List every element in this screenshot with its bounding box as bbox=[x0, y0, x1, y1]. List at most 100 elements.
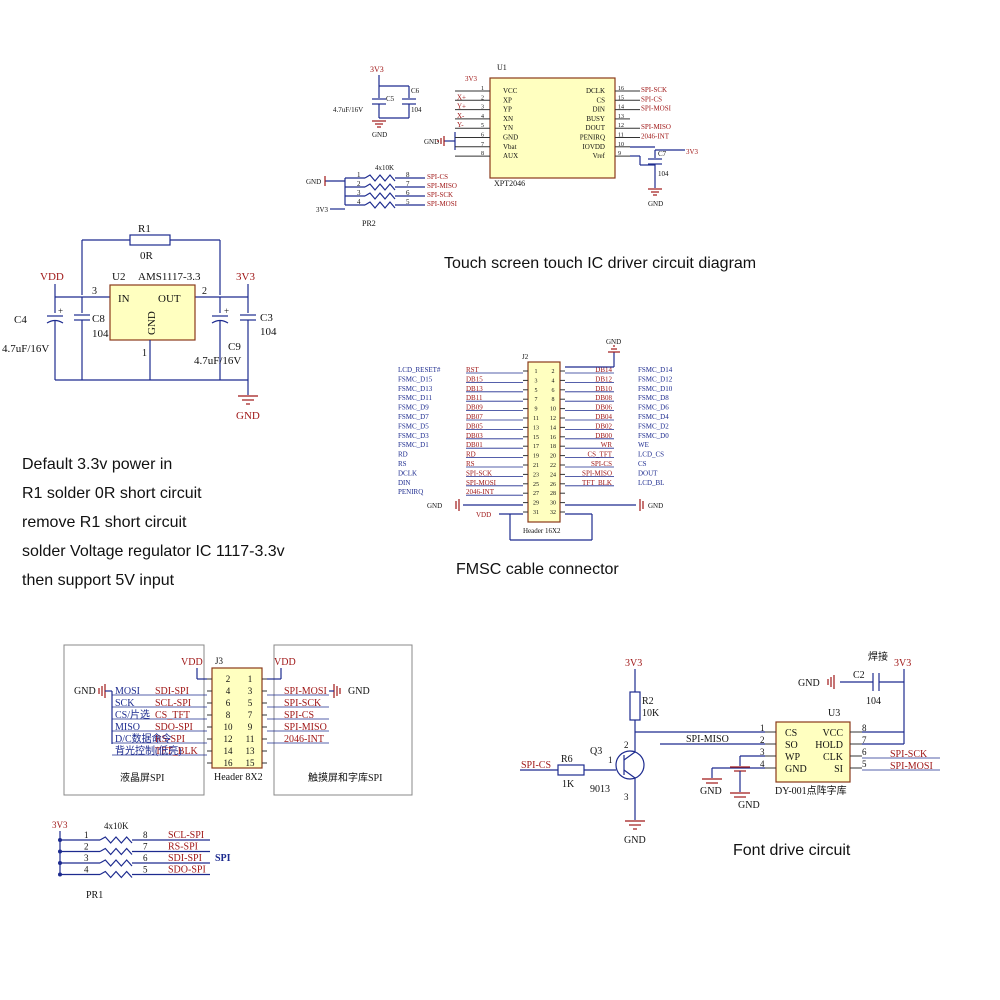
u3-pin-num: 7 bbox=[862, 735, 867, 745]
j2-pin-even: 32 bbox=[550, 510, 556, 516]
note-line-4: solder Voltage regulator IC 1117-3.3v bbox=[22, 543, 285, 560]
pr1-pin-right: 7 bbox=[143, 842, 148, 852]
j2-pin-even: 4 bbox=[552, 378, 555, 384]
u1-pin-num: 11 bbox=[618, 133, 624, 139]
j2-net-right: DB14 bbox=[595, 366, 612, 374]
j2-pin-even: 2 bbox=[552, 369, 555, 375]
j2-net-right: WR bbox=[601, 441, 613, 449]
u1-pin-num: 1 bbox=[481, 86, 484, 92]
u1-pin-num: 2 bbox=[481, 95, 484, 101]
j2-pin-even: 20 bbox=[550, 454, 556, 460]
vdd-label: VDD bbox=[40, 271, 64, 283]
j2-pin-odd: 15 bbox=[533, 435, 539, 441]
j3-pin-even: 5 bbox=[248, 698, 253, 708]
pr2-3v3-label: 3V3 bbox=[316, 206, 329, 214]
u1-net-label: SPI-CS bbox=[641, 95, 662, 103]
r6-ref: R6 bbox=[561, 754, 573, 765]
touch-c5-gnd-label: GND bbox=[372, 131, 387, 139]
j2-pin-even: 10 bbox=[550, 407, 556, 413]
j2-pin-odd: 21 bbox=[533, 463, 539, 469]
pr1-pin-left: 1 bbox=[84, 830, 89, 840]
pr2-pin-right: 7 bbox=[406, 180, 410, 188]
j3-pin-odd: 16 bbox=[224, 758, 234, 768]
j2-net-right: DB10 bbox=[595, 385, 612, 393]
pr2-pin-right: 5 bbox=[406, 198, 410, 206]
j3-vdd-left: VDD bbox=[181, 657, 203, 668]
c2-ref: C2 bbox=[853, 670, 865, 681]
j2-pin-odd: 29 bbox=[533, 501, 539, 507]
r2-ref: R2 bbox=[642, 696, 654, 707]
j2-signal-right: FSMC_D4 bbox=[638, 413, 669, 421]
j2-net-right: SPI-MISO bbox=[582, 469, 612, 477]
j2-signal-right: FSMC_D10 bbox=[638, 385, 673, 393]
j2-net-left: RD bbox=[466, 451, 476, 459]
u1-pin-name: Vref bbox=[593, 152, 606, 160]
u1-part-name: XPT2046 bbox=[494, 179, 525, 188]
j3-right-net: SPI-MOSI bbox=[284, 686, 327, 697]
c4-value: 4.7uF/16V bbox=[2, 343, 49, 355]
fmsc-caption: FMSC cable connector bbox=[456, 561, 619, 578]
j3-header bbox=[211, 667, 263, 769]
pr1-spi-label: SPI bbox=[215, 853, 231, 864]
r2-resistor bbox=[629, 691, 641, 721]
u1-3v3-right: 3V3 bbox=[686, 148, 699, 156]
j2-signal-left: FSMC_D13 bbox=[398, 385, 433, 393]
j3-pin-odd: 14 bbox=[224, 746, 234, 756]
j2-pin-even: 16 bbox=[550, 435, 556, 441]
j3-gnd-left: GND bbox=[74, 686, 96, 697]
u2-part-name: AMS1117-3.3 bbox=[138, 271, 201, 283]
j2-signal-left: RD bbox=[398, 451, 408, 459]
j3-left-net: CS/片选 bbox=[115, 708, 150, 721]
j2-signal-left: PENIRQ bbox=[398, 488, 423, 496]
j2-pin-odd: 25 bbox=[533, 482, 539, 488]
j3-left-signal: CS_TFT bbox=[155, 710, 190, 721]
u1-pin-name: YP bbox=[503, 106, 512, 114]
pr2-net-label: SPI-CS bbox=[427, 173, 448, 181]
u2-pin2: 2 bbox=[202, 286, 207, 297]
touch-c7-gnd-label: GND bbox=[648, 200, 663, 208]
j2-signal-right: FSMC_D2 bbox=[638, 422, 669, 430]
j2-signal-right: LCD_BL bbox=[638, 479, 664, 487]
j2-signal-left: FSMC_D9 bbox=[398, 404, 429, 412]
pr2-pin-left: 1 bbox=[357, 171, 361, 179]
j3-right-net: 2046-INT bbox=[284, 734, 324, 745]
j3-left-net: 背光控制(低亮) bbox=[115, 744, 182, 757]
pr2-gnd-label: GND bbox=[306, 178, 321, 186]
j2-pin-even: 8 bbox=[552, 397, 555, 403]
j2-net-left: DB01 bbox=[466, 441, 483, 449]
u1-pin-name: YN bbox=[503, 124, 513, 132]
u1-pin-num: 7 bbox=[481, 142, 484, 148]
r1-resistor bbox=[129, 234, 171, 246]
j2-net-left: DB15 bbox=[466, 375, 483, 383]
j2-pin-even: 6 bbox=[552, 388, 555, 394]
pr2-pin-left: 4 bbox=[357, 198, 361, 206]
pr1-net-label: RS-SPI bbox=[168, 842, 198, 853]
font-spi-cs: SPI-CS bbox=[521, 760, 551, 771]
c8-ref: C8 bbox=[92, 313, 105, 325]
pr2-value: 4x10K bbox=[375, 164, 394, 172]
j2-pin-odd: 19 bbox=[533, 454, 539, 460]
u1-pin-num: 6 bbox=[481, 133, 484, 139]
j2-signal-right: LCD_CS bbox=[638, 451, 664, 459]
svg-text:+: + bbox=[58, 306, 63, 316]
u1-pin-name: CS bbox=[596, 96, 605, 104]
u1-pin-name: IOVDD bbox=[582, 143, 605, 151]
u1-pin-num: 9 bbox=[618, 151, 621, 157]
j3-pin-even: 1 bbox=[248, 674, 253, 684]
j3-pin-even: 11 bbox=[246, 734, 255, 744]
j2-pin-odd: 3 bbox=[535, 378, 538, 384]
j2-gnd-top: GND bbox=[606, 338, 621, 346]
j2-signal-left: FSMC_D3 bbox=[398, 432, 429, 440]
j2-signal-left: DCLK bbox=[398, 469, 417, 477]
j2-pin-even: 18 bbox=[550, 444, 556, 450]
pr2-ref: PR2 bbox=[362, 219, 376, 228]
touch-c7-value: 104 bbox=[658, 170, 669, 178]
u3-pin-num: 3 bbox=[760, 747, 765, 757]
j2-pin-odd: 1 bbox=[535, 369, 538, 375]
j2-net-left: RS bbox=[466, 460, 475, 468]
q3-pin2: 2 bbox=[624, 740, 629, 750]
j3-pin-even: 7 bbox=[248, 710, 253, 720]
j2-header bbox=[527, 361, 561, 523]
j2-pin-odd: 7 bbox=[535, 397, 538, 403]
